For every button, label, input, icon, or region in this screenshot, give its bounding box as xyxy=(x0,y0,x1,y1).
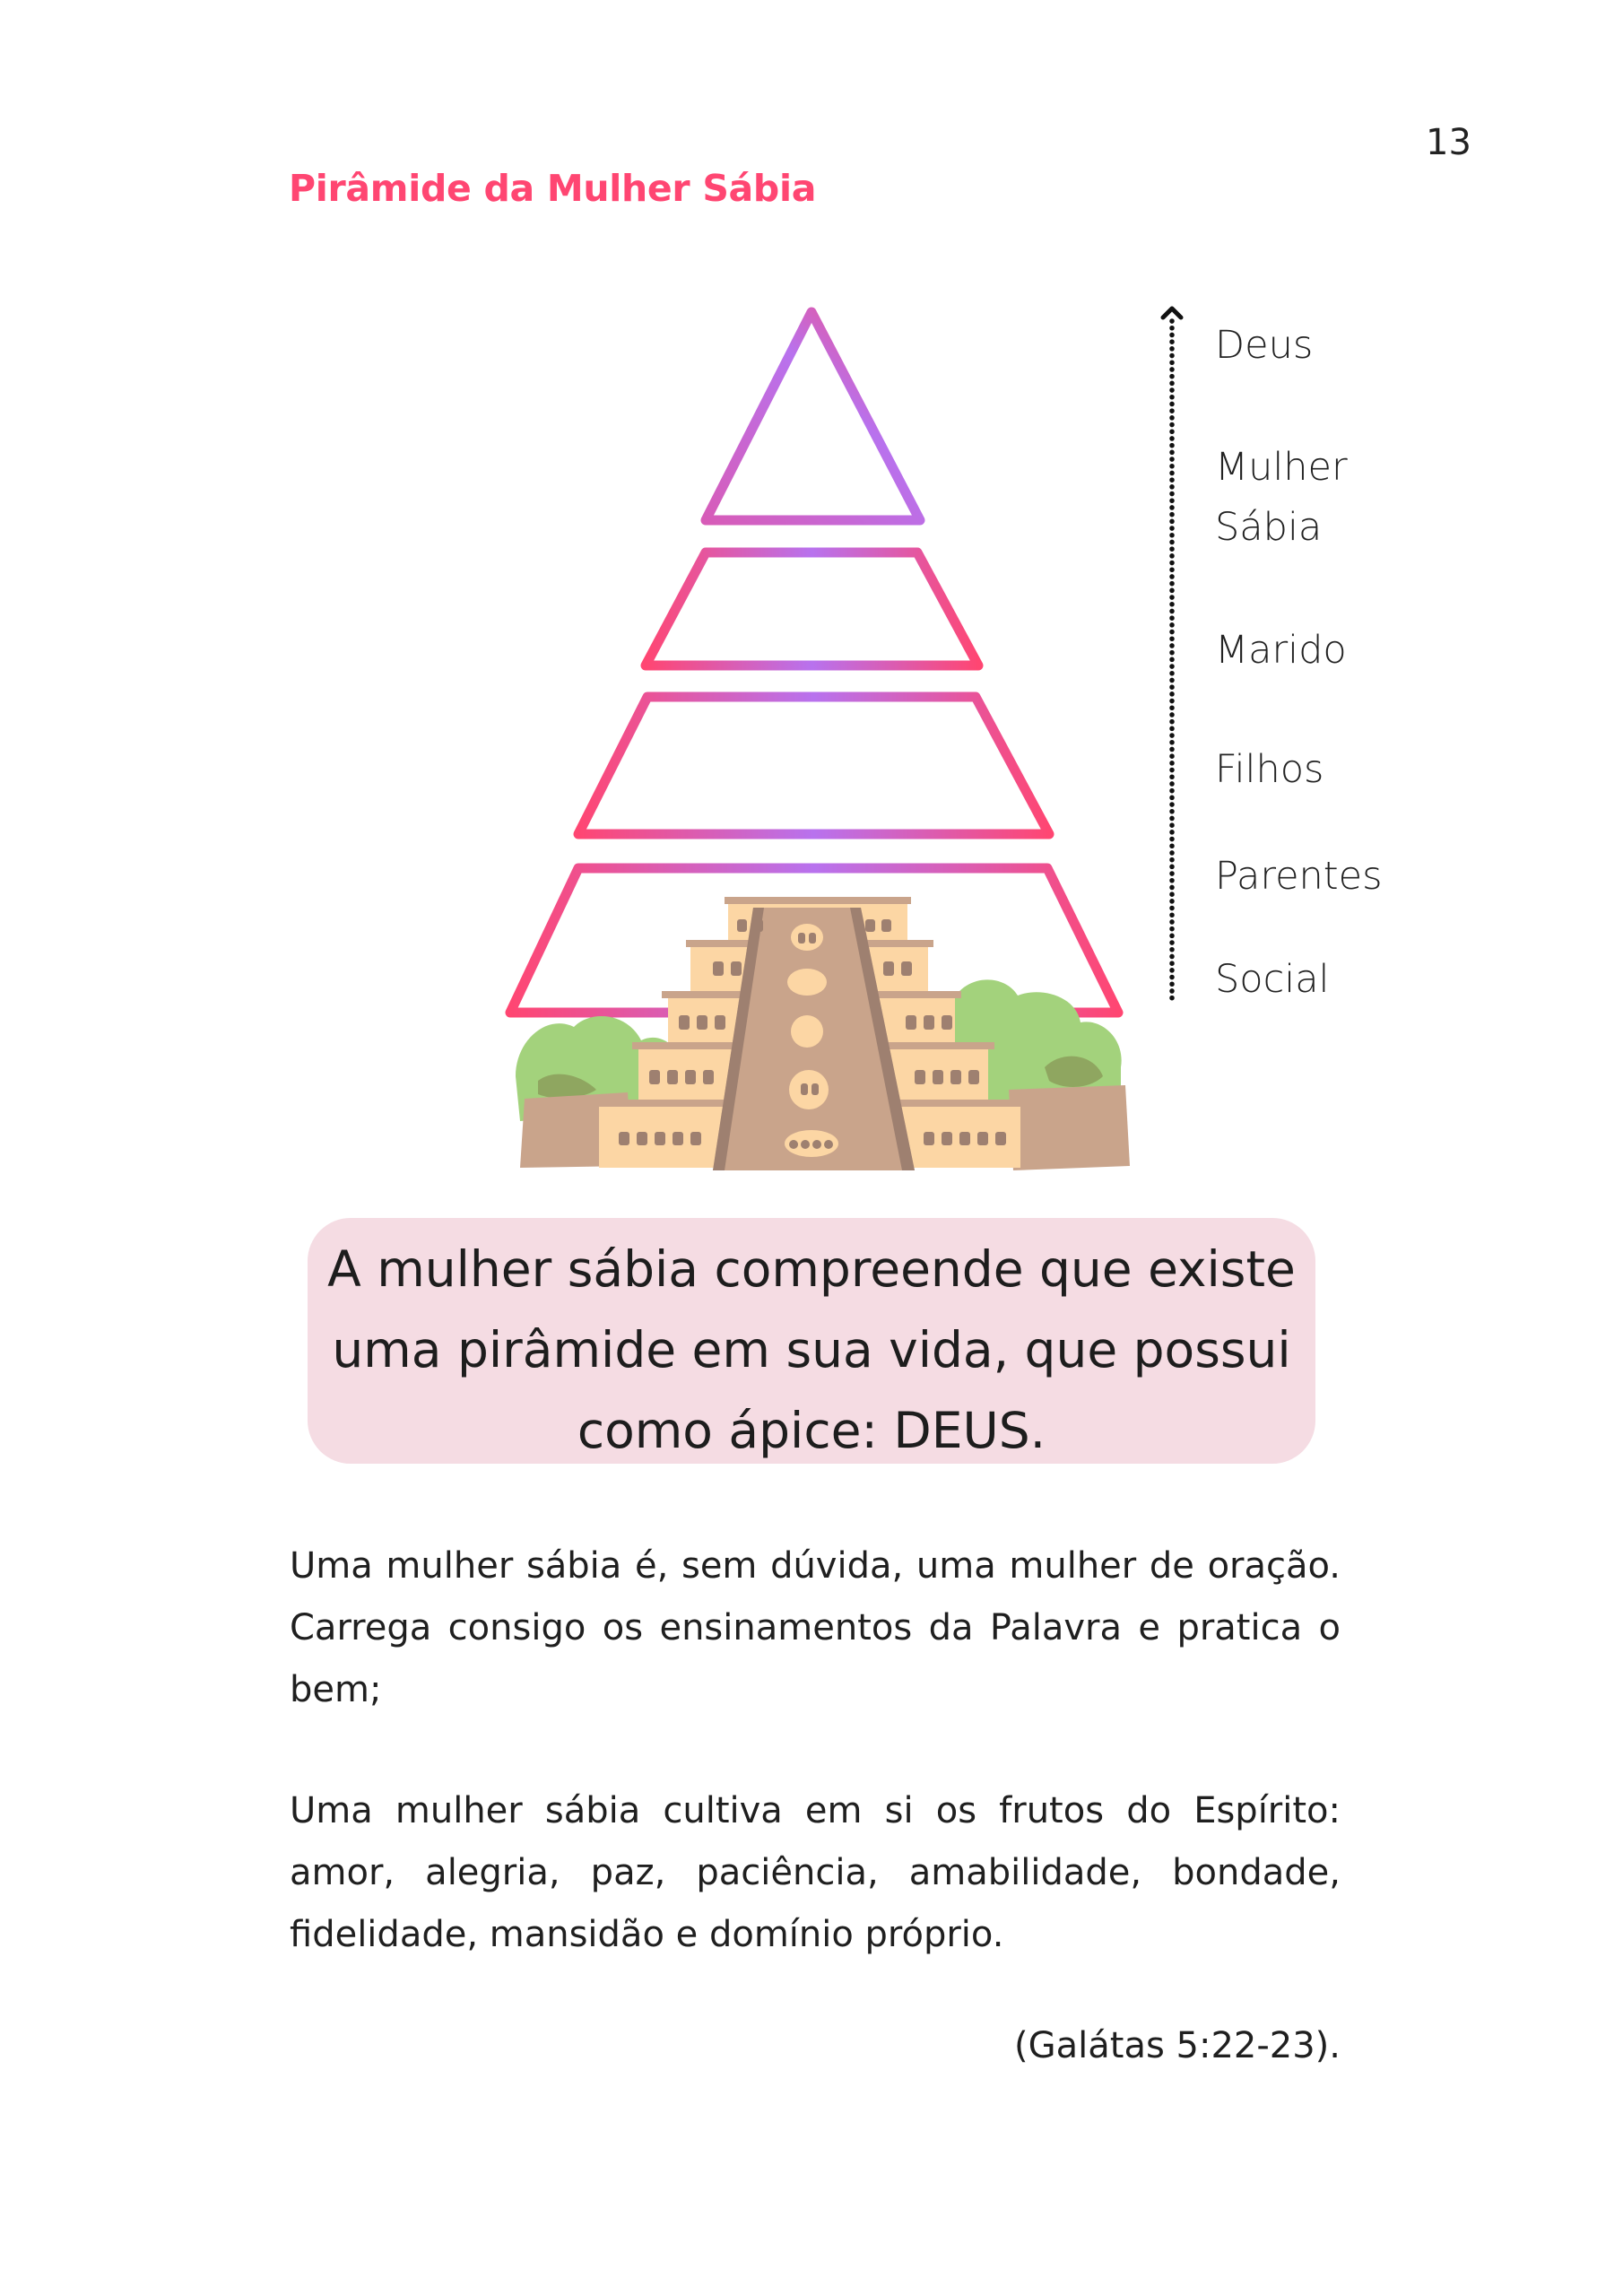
pyramid-diagram xyxy=(505,306,1184,1170)
level-label-social: Social xyxy=(1215,957,1330,1002)
callout-box: A mulher sábia compreende que existe uma… xyxy=(308,1218,1315,1464)
pyramid-tier-4 xyxy=(505,863,1124,1018)
level-label-filhos: Filhos xyxy=(1215,747,1324,792)
pyramid-tier-3 xyxy=(573,691,1055,839)
page-title: Pirâmide da Mulher Sábia xyxy=(289,167,817,210)
callout-line-1: A mulher sábia compreende que existe xyxy=(327,1240,1296,1298)
paragraph-fruits-of-spirit: Uma mulher sábia cultiva em si os frutos… xyxy=(290,1790,1341,1955)
pyramid-tier-2 xyxy=(640,547,984,671)
temple-illustration xyxy=(516,897,1130,1170)
level-label-parentes: Parentes xyxy=(1215,854,1383,899)
level-label-mulher: Mulher xyxy=(1215,445,1348,490)
level-label-marido: Marido xyxy=(1215,628,1347,673)
level-label-deus: Deus xyxy=(1215,323,1314,368)
level-label-sabia: Sábia xyxy=(1215,505,1323,550)
page-number: 13 xyxy=(1426,122,1471,163)
dotted-up-arrow-icon xyxy=(1160,306,1184,1001)
pyramid-tier-deus xyxy=(700,307,925,526)
paragraph-prayer: Uma mulher sábia é, sem dúvida, uma mulh… xyxy=(290,1545,1341,1710)
callout-line-3: como ápice: DEUS. xyxy=(577,1402,1046,1459)
pyramid-level-labels: Deus Mulher Sábia Marido Filhos Parentes… xyxy=(1215,323,1383,1002)
callout-line-2: uma pirâmide em sua vida, que possui xyxy=(332,1321,1291,1378)
bible-citation: (Galátas 5:22-23). xyxy=(1014,2025,1341,2066)
